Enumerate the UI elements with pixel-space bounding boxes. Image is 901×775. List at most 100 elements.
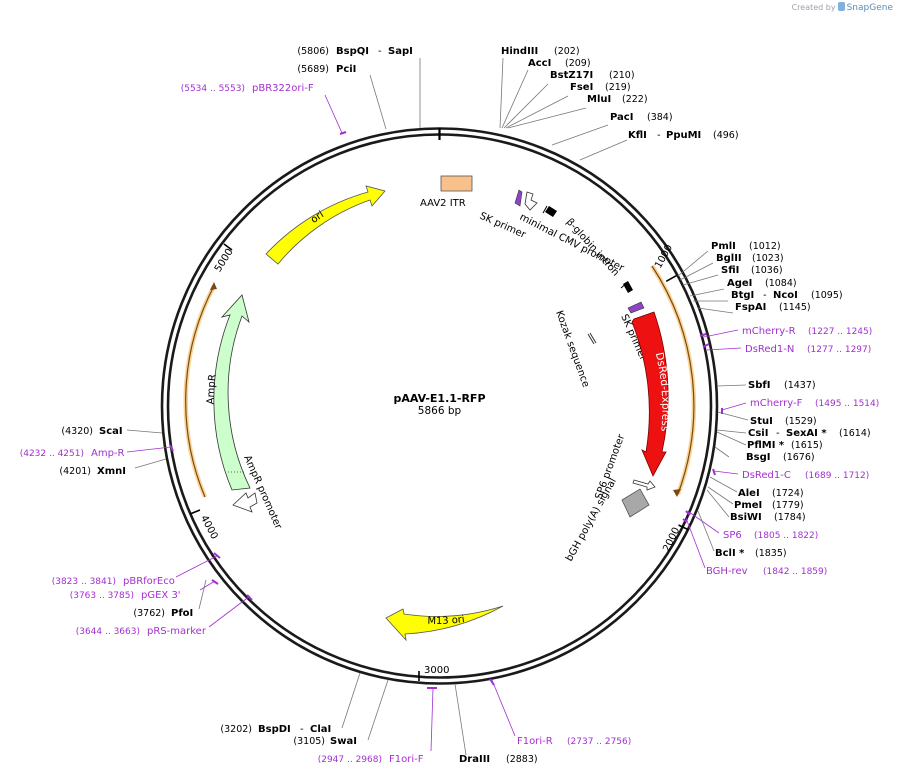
enzyme-bsiwi: BsiWI (1784)	[730, 512, 806, 523]
orf-arc-ampr-outer-line	[185, 285, 215, 498]
enzyme-pos: (1724)	[772, 488, 804, 499]
enzyme-kfli-ppumi: KflI - PpuMI (496)	[628, 130, 739, 141]
enzyme-pos: (4201)	[59, 466, 91, 477]
enzyme-btgi-ncoi: BtgI - NcoI (1095)	[731, 290, 843, 301]
primer-name: BGH-rev	[706, 566, 748, 577]
tick-2000: 2000	[661, 524, 689, 554]
enzyme-pos: (1036)	[751, 265, 783, 276]
feature-intron-end-mark	[620, 281, 633, 293]
enzyme-name2: NcoI	[773, 290, 798, 301]
enzyme-scai: (4320) ScaI	[61, 426, 122, 437]
enzyme-separator: -	[300, 724, 304, 735]
enzyme-pos: (1012)	[749, 241, 781, 252]
enzyme-pos: (1676)	[783, 452, 815, 463]
enzyme-name: BspQI	[336, 46, 369, 57]
tick-label-2000: 2000	[661, 526, 682, 554]
enzyme-draiii: DraIII (2883)	[459, 754, 538, 765]
enzyme-name: BtgI	[731, 290, 754, 301]
enzyme-pos: (384)	[647, 112, 673, 123]
primer-name: SP6	[723, 530, 742, 541]
enzyme-pos: (1095)	[811, 290, 843, 301]
primer-range: (5534 .. 5553)	[181, 84, 245, 94]
enzyme-pos: (202)	[554, 46, 580, 57]
credit-brand: SnapGene	[846, 3, 893, 13]
primer-name: mCherry-R	[742, 326, 796, 337]
primer-connector-lines	[126, 94, 747, 752]
enzyme-name2: ClaI	[310, 724, 331, 735]
primer-labels: (5534 .. 5553) pBR322ori-F mCherry-R (12…	[20, 83, 880, 765]
enzyme-name: XmnI	[97, 466, 126, 477]
enzyme-name2: SexAI *	[786, 428, 827, 439]
primer-f1ori-f: (2947 .. 2968) F1ori-F	[318, 754, 424, 765]
primer-name: F1ori-R	[517, 736, 553, 747]
enzyme-pos: (3105)	[293, 736, 325, 747]
feature-ampr: AmpR	[206, 294, 251, 491]
enzyme-name: BsiWI	[730, 512, 762, 523]
primer-name: mCherry-F	[750, 398, 803, 409]
enzyme-name: BglII	[716, 253, 742, 264]
enzyme-separator: -	[657, 130, 661, 141]
enzyme-pos: (1614)	[839, 428, 871, 439]
enzyme-name: PfoI	[171, 608, 193, 619]
primer-range: (1805 .. 1822)	[754, 531, 818, 541]
enzyme-pmei: PmeI (1779)	[734, 500, 804, 511]
enzyme-pfoi: (3762) PfoI	[133, 608, 193, 619]
enzyme-name2: SapI	[388, 46, 413, 57]
orf-arc-dsred-arrowhead	[673, 489, 681, 497]
enzyme-name: BstZ17I	[550, 70, 593, 81]
primer-name: Amp-R	[91, 448, 125, 459]
enzyme-pos: (219)	[605, 82, 631, 93]
primer-pgex-3: (3763 .. 3785) pGEX 3'	[70, 590, 181, 601]
enzyme-pos: (496)	[713, 130, 739, 141]
enzyme-pos: (3202)	[220, 724, 252, 735]
primer-mcherry-f: mCherry-F (1495 .. 1514)	[750, 398, 879, 409]
enzyme-name: CsiI	[748, 428, 768, 439]
tick-label-3000: 3000	[424, 665, 449, 676]
plasmid-name: pAAV-E1.1-RFP	[393, 392, 485, 405]
enzyme-labels: (5806) BspQI - SapI (5689) PciI HindIII …	[59, 46, 870, 765]
orf-arc-ampr-arrowhead	[210, 282, 217, 290]
primer-range: (1495 .. 1514)	[815, 399, 879, 409]
enzyme-pmli: PmlI (1012)	[711, 241, 781, 252]
enzyme-name: KflI	[628, 130, 647, 141]
enzyme-name: BspDI	[258, 724, 291, 735]
enzyme-name: SbfI	[748, 380, 770, 391]
primer-range: (3644 .. 3663)	[76, 627, 140, 637]
feature-m13-ori: M13 ori	[385, 605, 504, 642]
primer-range: (1227 .. 1245)	[808, 327, 872, 337]
primer-name: pBR322ori-F	[252, 83, 314, 94]
primer-range: (3823 .. 3841)	[52, 577, 116, 587]
primer-bgh-rev: BGH-rev (1842 .. 1859)	[706, 566, 827, 577]
primer-amp-r: (4232 .. 4251) Amp-R	[20, 448, 125, 459]
enzyme-name: MluI	[587, 94, 611, 105]
primer-f1ori-r: F1ori-R (2737 .. 2756)	[517, 736, 631, 747]
enzyme-bstz17i: BstZ17I (210)	[550, 70, 635, 81]
enzyme-pos: (1023)	[752, 253, 784, 264]
tick-5000: 5000	[213, 243, 236, 274]
enzyme-bsgi: BsgI (1676)	[746, 452, 815, 463]
primer-name: pBRforEco	[123, 576, 175, 587]
enzyme-pos: (222)	[622, 94, 648, 105]
enzyme-bspdi-clai: (3202) BspDI - ClaI	[220, 724, 331, 735]
enzyme-name: BsgI	[746, 452, 770, 463]
feature-label-ampr: AmpR	[206, 374, 219, 405]
enzyme-name: PmlI	[711, 241, 736, 252]
feature-label-ampr-promoter: AmpR promoter	[241, 454, 284, 532]
enzyme-pos: (3762)	[133, 608, 165, 619]
snapgene-logo-icon	[837, 2, 845, 11]
enzyme-sfii: SfiI (1036)	[721, 265, 783, 276]
enzyme-alei: AleI (1724)	[738, 488, 804, 499]
enzyme-acci: AccI (209)	[528, 58, 591, 69]
primer-dsred1-c: DsRed1-C (1689 .. 1712)	[742, 470, 869, 481]
enzyme-name: HindIII	[501, 46, 538, 57]
enzyme-name: AleI	[738, 488, 760, 499]
enzyme-name: BclI *	[715, 548, 745, 559]
enzyme-paci: PacI (384)	[610, 112, 673, 123]
enzyme-pos: (1835)	[755, 548, 787, 559]
enzyme-hindiii: HindIII (202)	[501, 46, 580, 57]
primer-range: (4232 .. 4251)	[20, 449, 84, 459]
feature-kozak-sequence: Kozak sequence	[553, 309, 597, 389]
enzyme-fspai: FspAI (1145)	[735, 302, 811, 313]
feature-aav2-itr: AAV2 ITR	[420, 175, 473, 209]
